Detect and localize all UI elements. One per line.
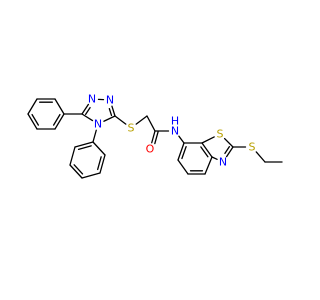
atom-label-s-thioether: S: [128, 122, 135, 135]
atom-label-n-triazole-2: N: [106, 94, 114, 107]
bond-pb5-pb6: [69, 146, 76, 166]
bond-nh-b1: [178, 135, 185, 144]
bond-pa4-pa5: [27, 98, 38, 115]
atom-label-n-triazole-4: N: [94, 118, 102, 131]
bond-layer: [27, 98, 283, 179]
bond-c5-n1-second-line: [84, 106, 91, 115]
bond-b1-b2: [177, 142, 185, 161]
bond-st-c2: [223, 137, 234, 148]
bond-pb6-pb1-second-line: [77, 145, 92, 150]
bond-c8-o: [151, 130, 156, 144]
bond-pb4-pb5-second-line: [73, 164, 84, 175]
bond-c8-o-second-line: [154, 131, 159, 145]
bond-n2-c3-second-line: [108, 107, 113, 117]
atom-label-o-carbonyl: O: [146, 143, 155, 156]
bond-s1-ch2: [135, 115, 148, 125]
bond-n4-c5: [81, 113, 94, 122]
bond-pb2-pb3-second-line: [97, 156, 102, 171]
bond-pb1-pb2: [92, 141, 106, 156]
atom-label-s-ethylthio: S: [249, 141, 256, 154]
bond-pb3-pb4: [81, 172, 101, 179]
bond-nt-b5: [211, 156, 218, 160]
bond-pa6-pa1: [54, 98, 65, 115]
bond-n2-c3: [111, 105, 116, 117]
bond-pa1-pa2-second-line: [52, 113, 61, 126]
bond-b4-b5: [204, 156, 213, 175]
bond-pb2-pb3: [99, 154, 106, 174]
bond-pa3-pa4: [27, 113, 38, 130]
bond-b5-b6: [201, 142, 213, 158]
bond-c2-nt: [225, 146, 234, 158]
bond-n4-pb1: [92, 129, 97, 143]
atom-label-h-amide: H: [171, 115, 179, 128]
bond-pb6-pb1: [74, 141, 94, 148]
atom-label-s-thiazole: S: [217, 128, 224, 141]
bond-c3-n4: [103, 115, 116, 122]
bond-ch2-c8: [146, 115, 156, 132]
bond-s2-e1: [255, 151, 266, 163]
bond-pa3-pa4-second-line: [31, 113, 40, 126]
bond-pa1-pa2: [54, 113, 65, 130]
bond-b5-b6-second-line: [200, 146, 209, 158]
atom-label-n-amide: N: [171, 125, 179, 138]
bond-b6-st: [201, 136, 215, 144]
bond-c5-n1: [81, 103, 90, 115]
bond-b1-b2-second-line: [181, 145, 187, 160]
atom-label-n-triazole-1: N: [88, 93, 96, 106]
bond-c3-s1: [114, 115, 127, 125]
bond-b2-b3: [177, 159, 189, 175]
bond-c2-nt-second-line: [224, 146, 231, 155]
atom-label-n-thiazole: N: [219, 156, 227, 169]
bond-pb4-pb5: [69, 164, 83, 179]
